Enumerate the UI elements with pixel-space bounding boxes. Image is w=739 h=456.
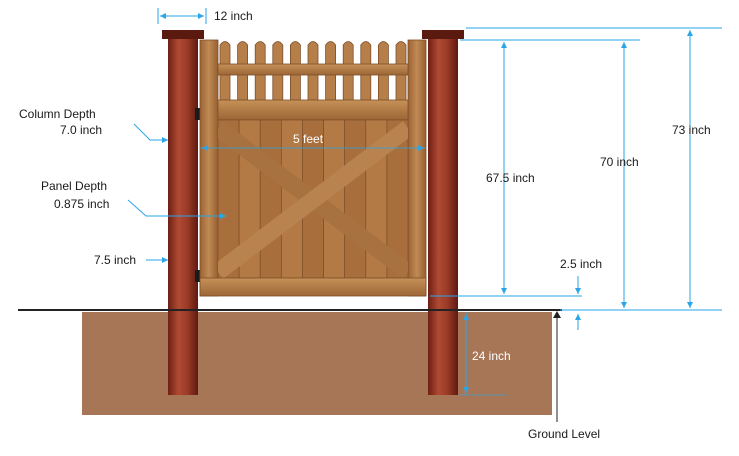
right-post [422, 30, 464, 395]
label-column-width: 12 inch [214, 9, 253, 23]
gate-stile-right [407, 39, 427, 297]
label-bottom-gap: 2.5 inch [560, 257, 602, 271]
gate-stile-left [199, 39, 219, 297]
left-hinge-bottom [195, 270, 201, 282]
label-panel-height: 67.5 inch [486, 171, 535, 185]
panel-board [259, 119, 282, 279]
left-post-cap [162, 30, 204, 39]
leader-arrowheads [162, 137, 226, 263]
arrowheads [160, 13, 693, 393]
dimension-lines [157, 8, 722, 396]
label-gate-height: 70 inch [600, 155, 639, 169]
right-post-body [428, 38, 458, 395]
panel-board [344, 119, 367, 279]
cross-brace [218, 121, 408, 278]
gate-panel [199, 39, 427, 297]
label-column-depth-1: Column Depth [19, 107, 96, 121]
label-burial-depth: 24 inch [472, 349, 511, 363]
label-ground-level: Ground Level [528, 427, 600, 441]
lattice-rail-top [217, 63, 409, 76]
label-panel-width: 5 feet [293, 132, 324, 146]
label-panel-depth-1: Panel Depth [41, 179, 107, 193]
left-hinge-top [195, 108, 201, 120]
label-panel-depth-2: 0.875 inch [54, 197, 109, 211]
label-bottom-clearance: 7.5 inch [94, 253, 136, 267]
gate-bottom-rail [199, 277, 427, 297]
ground-level-pointer [553, 311, 561, 422]
right-post-cap [422, 30, 464, 39]
soil-block [82, 312, 552, 415]
label-column-height: 73 inch [672, 123, 711, 137]
lattice-rail-bottom [217, 99, 409, 121]
label-column-depth-2: 7.0 inch [60, 123, 102, 137]
left-post [162, 30, 204, 395]
